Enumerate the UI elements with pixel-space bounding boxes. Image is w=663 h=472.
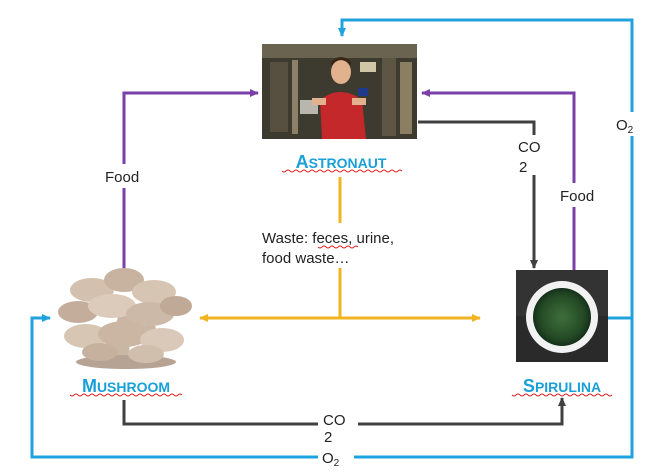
food-flow-spirulina-to-astronaut (421, 89, 576, 270)
waste-label-feces-underline (317, 245, 359, 249)
astronaut-title: ASTRONAUT (296, 152, 387, 172)
food-left-label-bg (102, 164, 148, 188)
mushroom-title: MUSHROOM (82, 376, 170, 396)
food-label-left: Food (105, 169, 139, 186)
waste-label-line2: food waste… (262, 250, 350, 267)
co2-label-bottom-sub: 2 (324, 429, 332, 446)
o2-label-bottom: O2 (322, 450, 340, 469)
o2-flow-bottom-loop (30, 314, 634, 459)
food-label-right: Food (560, 188, 594, 205)
co2-label-top-sub: 2 (519, 159, 527, 176)
waste-label-line1: Waste: feces, urine, (262, 230, 394, 247)
mushroom-illustration (58, 268, 192, 369)
mushroom-title-underline (69, 393, 183, 397)
co2-label-top: CO (518, 139, 541, 156)
spirulina-photo (516, 270, 608, 362)
food-right-label-bg (556, 183, 604, 207)
co2-top-label-bg (515, 135, 549, 175)
co2-bottom-label-bg (318, 408, 358, 438)
co2-label-bottom: CO (323, 412, 346, 429)
o2-right-label-bg (614, 112, 644, 136)
co2-flow-astronaut-to-spirulina (418, 120, 538, 269)
food-flow-mushroom-to-astronaut (122, 89, 259, 270)
spirulina-title: SPIRULINA (523, 376, 601, 396)
astronaut-photo (262, 44, 417, 139)
o2-bottom-label-bg (318, 446, 354, 468)
o2-label-right: O2 (616, 117, 634, 136)
astronaut-title-underline (281, 169, 403, 173)
spirulina-title-underline (511, 393, 613, 397)
o2-flow-top-loop (338, 18, 634, 320)
